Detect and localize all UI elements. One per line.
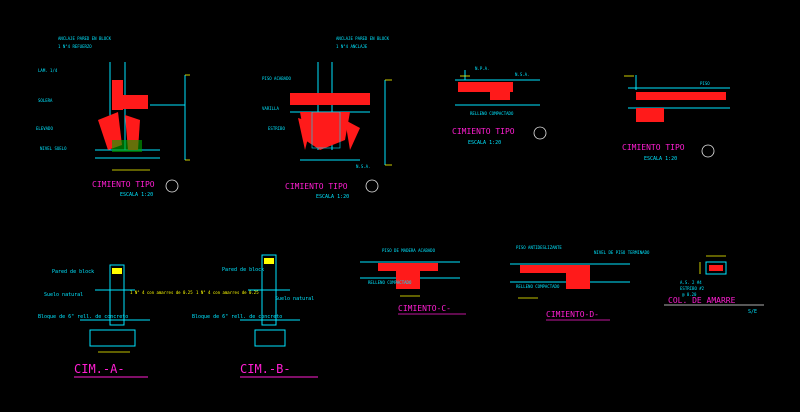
scale-3: ESCALA 1:20 bbox=[468, 140, 501, 146]
svg-text:LAM. 1/4: LAM. 1/4 bbox=[38, 68, 58, 73]
label-as: A.S. 2 #4 bbox=[680, 280, 702, 285]
detail-cimiento-tipo-2: ANCLAJE PARED EN BLOCK 1 N°4 ANCLAJE PIS… bbox=[262, 36, 392, 200]
scale-5: S/E bbox=[748, 309, 757, 315]
label-piso-acabado: PISO DE MADERA ACABADO bbox=[382, 248, 436, 253]
label-relleno: RELLENO COMPACTADO bbox=[470, 111, 514, 116]
label-pared-block-a: Pared de block bbox=[52, 269, 94, 275]
detail-cimiento-tipo-3: N.P.A. N.S.A. RELLENO COMPACTADO CIMIENT… bbox=[452, 66, 547, 146]
detail-col-amarre: A.S. 2 #4 ESTRIBO #2 @ 0.20 COL. DE AMAR… bbox=[664, 255, 764, 315]
svg-text:PISO: PISO bbox=[700, 81, 710, 86]
detail-cimiento-c: PISO DE MADERA ACABADO RELLENO COMPACTAD… bbox=[360, 248, 466, 315]
svg-text:ANCLAJE PARED EN BLOCK: ANCLAJE PARED EN BLOCK bbox=[336, 36, 390, 41]
section-marker-icon bbox=[701, 144, 715, 158]
label-estribo: ESTRIBO #2 bbox=[680, 286, 705, 291]
detail-cim-a: Pared de block Suelo natural Bloque de 6… bbox=[38, 264, 193, 378]
svg-text:ESTRIBO: ESTRIBO bbox=[268, 126, 285, 131]
section-marker-icon bbox=[533, 126, 547, 140]
title-cimiento-d: CIMIENTO-D- bbox=[546, 310, 599, 319]
svg-text:VARILLA: VARILLA bbox=[262, 106, 279, 111]
svg-text:1 N°4 REFUERZO: 1 N°4 REFUERZO bbox=[58, 44, 92, 49]
title-cimiento-tipo-4: CIMIENTO TIPO bbox=[622, 143, 685, 152]
title-cim-b: CIM.-B- bbox=[240, 362, 291, 376]
detail-cim-b: Pared de block Suelo natural Bloque de 6… bbox=[192, 254, 318, 378]
section-marker-icon bbox=[165, 179, 179, 193]
label-bloque-b: Bloque de 6" rell. de concreto bbox=[192, 314, 282, 320]
label-nivel-piso: NIVEL DE PISO TERMINADO bbox=[594, 250, 650, 255]
title-cimiento-tipo-2: CIMIENTO TIPO bbox=[285, 182, 348, 191]
svg-text:ANCLAJE PARED EN BLOCK: ANCLAJE PARED EN BLOCK bbox=[58, 36, 112, 41]
svg-text:ELEVADO: ELEVADO bbox=[36, 126, 53, 131]
svg-text:NIVEL SUELO: NIVEL SUELO bbox=[40, 146, 67, 151]
label-piso-antideslizante: PISO ANTIDESLIZANTE bbox=[516, 245, 562, 250]
title-cimiento-c: CIMIENTO-C- bbox=[398, 304, 451, 313]
label-pared-block-b: Pared de block bbox=[222, 267, 264, 273]
scale-2: ESCALA 1:20 bbox=[316, 194, 349, 200]
svg-text:N.S.A.: N.S.A. bbox=[356, 164, 370, 169]
svg-text:PISO ACABADO: PISO ACABADO bbox=[262, 76, 291, 81]
scale-4: ESCALA 1:20 bbox=[644, 156, 677, 162]
label-bloque-a: Bloque de 6" rell. de concreto bbox=[38, 314, 128, 320]
section-marker-icon bbox=[365, 179, 379, 193]
scale-1: ESCALA 1:20 bbox=[120, 192, 153, 198]
title-cimiento-tipo-3: CIMIENTO TIPO bbox=[452, 127, 515, 136]
label-suelo-natural-a: Suelo natural bbox=[44, 292, 83, 298]
label-s20: @ 0.20 bbox=[682, 292, 697, 297]
label-relleno-c: RELLENO COMPACTADO bbox=[368, 280, 412, 285]
label-nsa: N.S.A. bbox=[515, 72, 529, 77]
svg-text:SOLERA: SOLERA bbox=[38, 98, 53, 103]
label-ref-a: 1 N° 4 con amarres de 0.25 bbox=[130, 290, 193, 295]
detail-cimiento-tipo-4: PISO CIMIENTO TIPO ESCALA 1:20 bbox=[622, 75, 730, 162]
title-cimiento-tipo-1: CIMIENTO TIPO bbox=[92, 180, 155, 189]
label-relleno-d: RELLENO COMPACTADO bbox=[516, 284, 560, 289]
label-ref-b: 1 N° 4 con amarres de 0.25 bbox=[196, 290, 259, 295]
label-npa: N.P.A. bbox=[475, 66, 489, 71]
title-cim-a: CIM.-A- bbox=[74, 362, 125, 376]
detail-cimiento-d: PISO ANTIDESLIZANTE NIVEL DE PISO TERMIN… bbox=[510, 245, 650, 321]
detail-cimiento-tipo-1: ANCLAJE PARED EN BLOCK 1 N°4 REFUERZO LA… bbox=[36, 36, 190, 198]
svg-text:1 N°4 ANCLAJE: 1 N°4 ANCLAJE bbox=[336, 44, 368, 49]
label-suelo-natural-b: Suelo natural bbox=[275, 296, 314, 302]
title-col-amarre: COL. DE AMARRE bbox=[668, 296, 736, 305]
